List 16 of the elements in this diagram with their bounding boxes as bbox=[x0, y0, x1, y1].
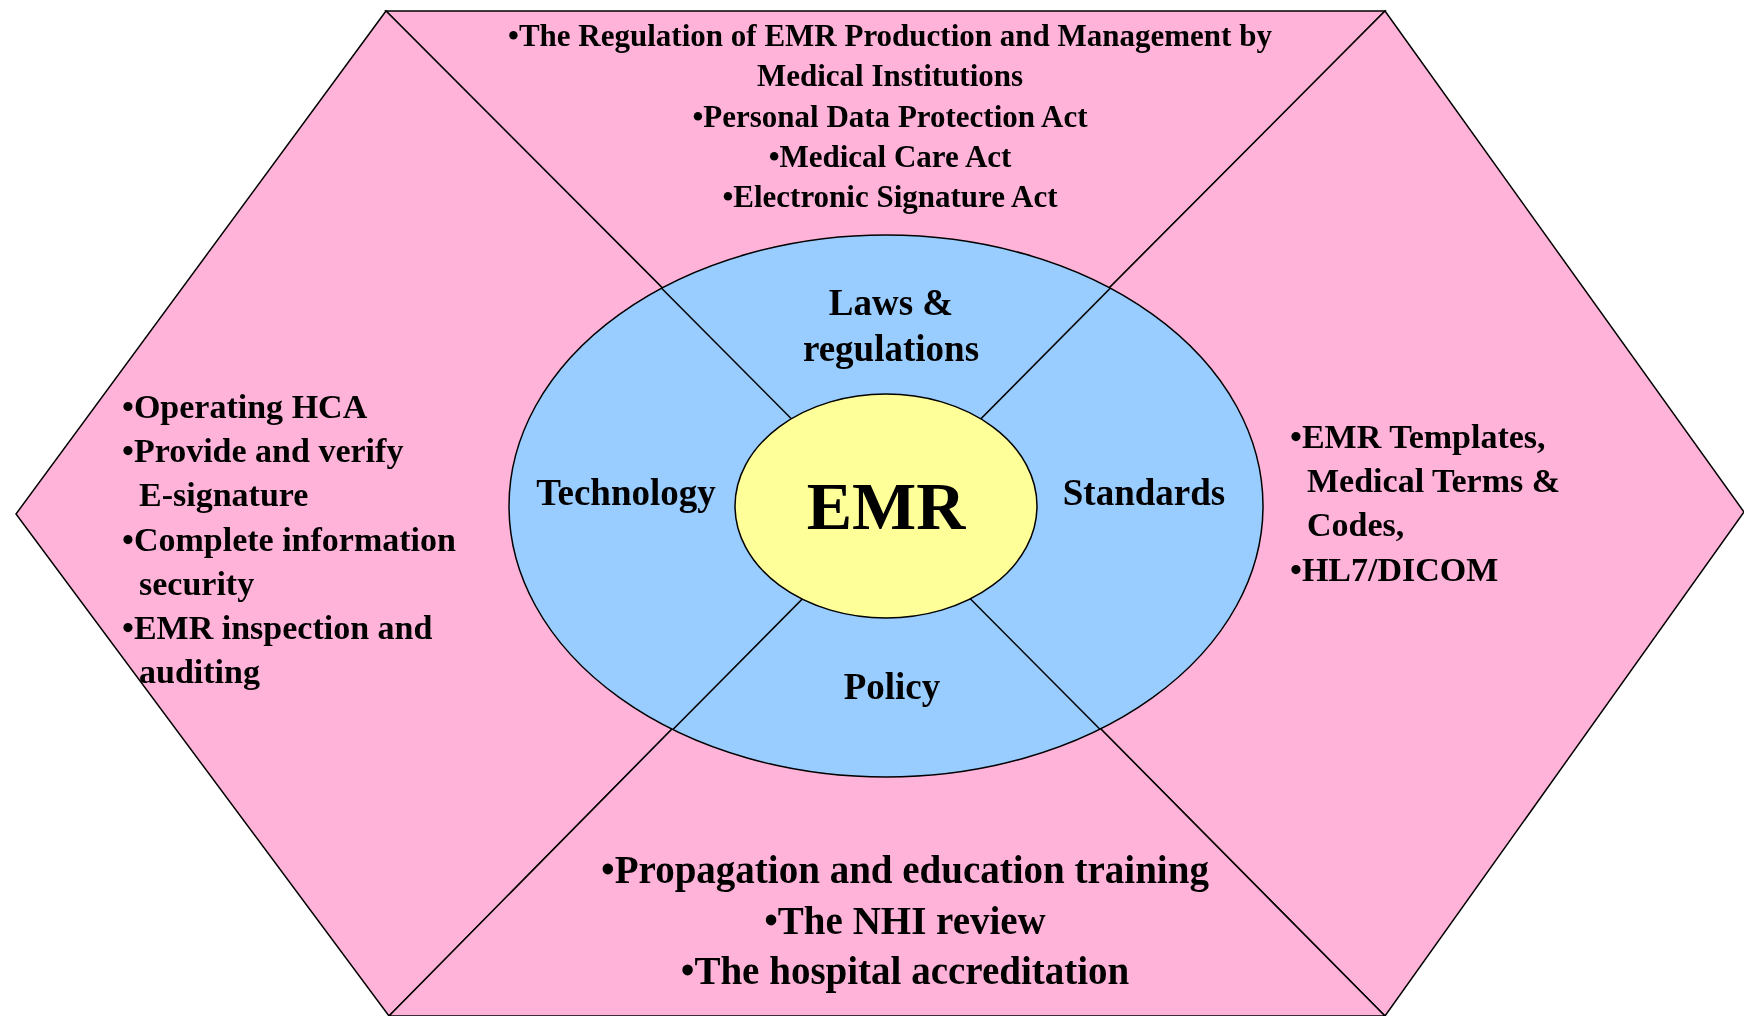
segment-label: Laws & regulations bbox=[801, 281, 981, 372]
bullet-text: •Medical Care Act bbox=[767, 137, 1013, 176]
bullet-text: •Propagation and education training bbox=[600, 847, 1210, 894]
bullet-text: •The hospital accreditation bbox=[679, 948, 1131, 995]
bullet-text: •Operating HCA bbox=[122, 387, 369, 427]
bullet-text: •Electronic Signature Act bbox=[721, 178, 1059, 217]
bullet-text: •EMR inspection and auditing bbox=[122, 607, 434, 693]
center-label: EMR bbox=[806, 467, 966, 544]
bullet-text: •Personal Data Protection Act bbox=[691, 97, 1089, 136]
bullet-text: •The NHI review bbox=[763, 897, 1047, 944]
segment-label: Policy bbox=[842, 665, 942, 709]
segment-label: Technology bbox=[535, 471, 717, 515]
bullet-text: •HL7/DICOM bbox=[1290, 549, 1500, 590]
bullet-text: •The Regulation of EMR Production and Management by Medical Institutions bbox=[507, 17, 1273, 96]
bullet-text: •EMR Templates, Medical Terms & Codes, bbox=[1290, 417, 1562, 546]
segment-label: Standards bbox=[1061, 471, 1227, 515]
